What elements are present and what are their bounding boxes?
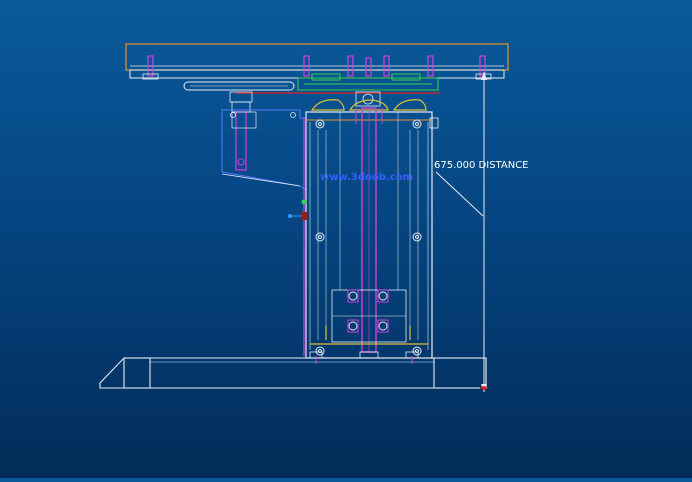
- dimension-label: DISTANCE: [479, 160, 529, 171]
- green-connector-dot: [301, 199, 307, 205]
- red-connector-block: [302, 212, 307, 220]
- housing-guide-lines: [317, 112, 419, 340]
- top-plate[interactable]: [125, 43, 509, 80]
- dimension-arrow-top: [481, 72, 487, 80]
- base-right-cap: [433, 357, 487, 389]
- dimension-leader: [435, 171, 484, 217]
- column-housing[interactable]: [303, 111, 439, 359]
- base-beam[interactable]: [99, 357, 487, 389]
- carriage-yellow-fittings: [310, 326, 428, 345]
- blue-connector-dot: [288, 214, 292, 218]
- base-fasteners: [309, 351, 419, 359]
- motor-mount[interactable]: [297, 73, 439, 91]
- housing-fitting: [429, 117, 439, 129]
- slide-rail[interactable]: [183, 81, 295, 91]
- left-bracket[interactable]: [221, 109, 307, 191]
- base-magenta-bolts: [315, 356, 413, 364]
- carriage-magenta-blocks: [347, 289, 389, 333]
- lead-screw[interactable]: [355, 107, 383, 353]
- dimension-value: 675.000: [434, 160, 475, 171]
- carriage-block[interactable]: [310, 289, 428, 345]
- coupling-cluster[interactable]: [229, 91, 381, 113]
- base-left-cap: [123, 357, 151, 389]
- dimension-675[interactable]: 675.000 DISTANCE: [434, 72, 529, 392]
- carriage-bolts: [348, 291, 388, 331]
- bearing-blocks: [310, 99, 427, 111]
- side-connectors[interactable]: [288, 199, 307, 221]
- housing-holes: [315, 119, 422, 356]
- dimension-text: 675.000 DISTANCE: [434, 160, 529, 171]
- base-beam-outline: [99, 357, 487, 389]
- watermark-text: www.3doob.com: [320, 172, 413, 183]
